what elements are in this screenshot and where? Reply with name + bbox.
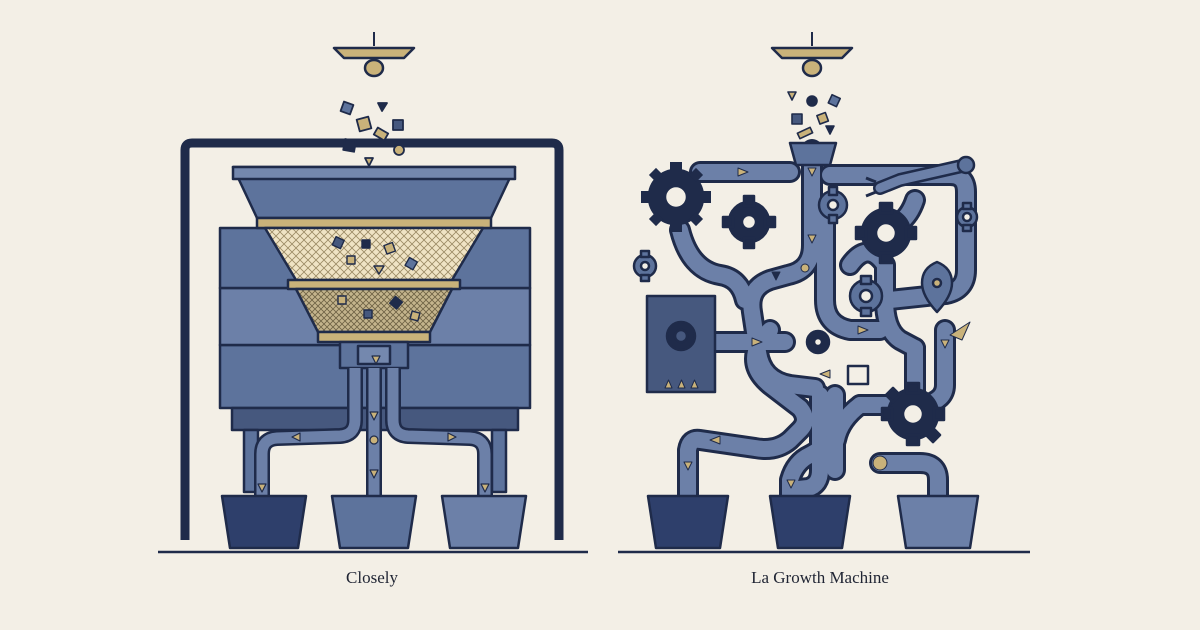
gear-icon [805, 329, 831, 355]
outlet-throat-stripe [356, 344, 392, 366]
filter-band-1 [255, 216, 493, 230]
gear-icon [955, 201, 979, 233]
gear-icon [721, 194, 777, 250]
output-pipes [254, 368, 493, 500]
small-block [846, 364, 870, 386]
panel-gear-icon [665, 320, 697, 352]
gear-icon [880, 381, 946, 447]
gear-icon [854, 201, 918, 265]
gear-icon [641, 162, 711, 232]
bucket-left-1 [220, 494, 308, 550]
lamp-icon [770, 32, 854, 78]
intake-mouth [788, 141, 838, 167]
filter-band-3 [316, 330, 432, 344]
bucket-right-1 [646, 494, 730, 550]
closely-machine [158, 32, 588, 554]
tangled-pipes [669, 139, 977, 511]
flow-arrows-left [257, 355, 490, 493]
panel-lights [664, 379, 699, 389]
filter-mesh-1 [263, 226, 485, 282]
flow-arrows-right [683, 167, 971, 489]
frame [180, 138, 564, 540]
bucket-left-2 [330, 494, 418, 550]
robot-arm-icon [865, 155, 976, 198]
gear-icon [632, 249, 658, 283]
growth-machine [618, 32, 1030, 554]
caption-closely: Closely [346, 568, 398, 587]
filter-mesh-2 [294, 287, 454, 334]
falling-particles [787, 91, 842, 140]
bucket-left-3 [440, 494, 528, 550]
bucket-right-3 [896, 494, 980, 550]
hopper-rim [231, 165, 517, 181]
gear-icon [817, 185, 849, 225]
leg-right [490, 428, 508, 494]
filtered-particles [331, 235, 421, 322]
caption-la-growth-machine: La Growth Machine [751, 568, 889, 587]
lamp-icon [332, 32, 416, 78]
gear-icon [848, 274, 884, 318]
falling-particles [339, 100, 405, 167]
bucket-right-2 [768, 494, 852, 550]
filter-band-2 [286, 278, 462, 291]
